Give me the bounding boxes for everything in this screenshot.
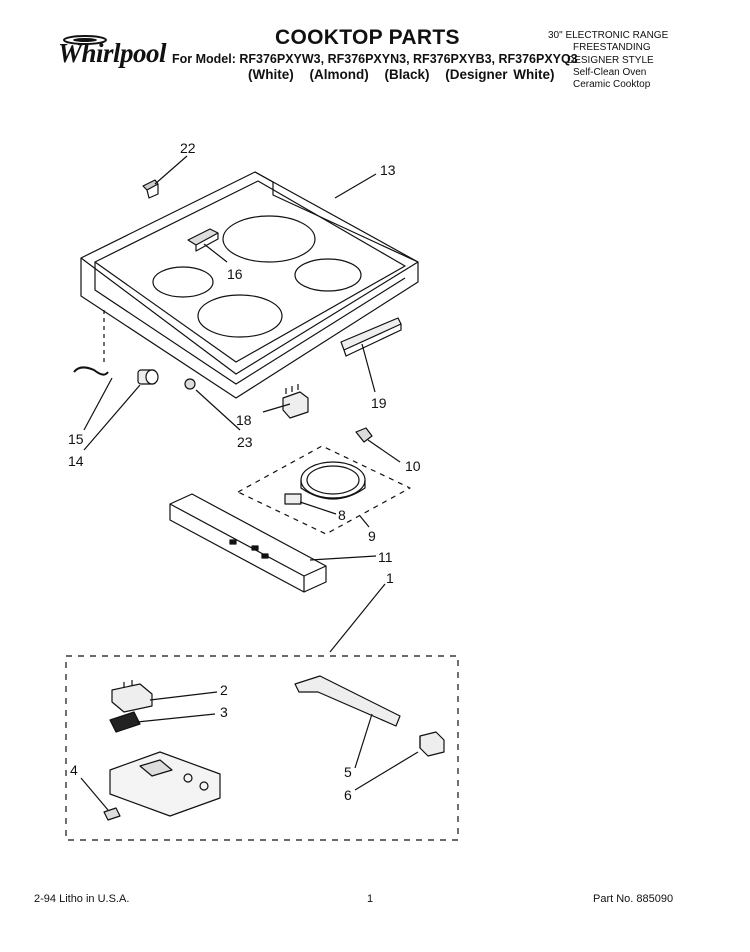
logo-swoosh <box>63 35 107 45</box>
part-22-clip <box>142 179 159 199</box>
color-designer-white: (Designer White) <box>445 67 555 82</box>
callout-18: 18 <box>236 412 252 428</box>
spec-line: DESIGNER STYLE <box>567 55 654 66</box>
spec-line: Self-Clean Oven <box>573 67 647 78</box>
part-16-switch <box>187 228 219 252</box>
callout-4: 4 <box>70 762 78 778</box>
brand-logo: Whirlpool <box>58 38 167 68</box>
callout-14: 14 <box>68 453 84 469</box>
callout-22: 22 <box>180 140 196 156</box>
color-almond: (Almond) <box>309 67 369 82</box>
callout-19: 19 <box>371 395 387 411</box>
part-5-strap <box>294 675 401 727</box>
part-11-bracket <box>169 493 327 593</box>
callout-1: 1 <box>386 570 394 586</box>
callout-11: 11 <box>378 549 393 565</box>
callout-9: 9 <box>368 528 376 544</box>
spec-line: FREESTANDING <box>573 42 651 53</box>
spec-line: 30" ELECTRONIC RANGE <box>548 30 669 41</box>
litho-note: 2-94 Litho in U.S.A. <box>34 893 130 905</box>
callout-6: 6 <box>344 787 352 803</box>
part-number: Part No. 885090 <box>593 893 674 905</box>
part-15-wire <box>73 310 109 376</box>
color-variants: (White) (Almond) (Black) (Designer White… <box>248 67 565 82</box>
model-list: For Model: RF376PXYW3, RF376PXYN3, RF376… <box>172 52 578 66</box>
callout-16: 16 <box>227 266 243 282</box>
cooktop-burners <box>152 215 362 338</box>
part-9-group <box>237 445 411 535</box>
callout-13: 13 <box>380 162 396 178</box>
callout-5: 5 <box>344 764 352 780</box>
switch-housing <box>109 751 221 817</box>
page-title: COOKTOP PARTS <box>275 26 460 49</box>
spec-line: Ceramic Cooktop <box>573 79 651 90</box>
part-1-kit-box <box>65 655 459 841</box>
part-2-control <box>111 680 153 713</box>
callout-8: 8 <box>338 507 346 523</box>
part-10-clip <box>355 427 373 443</box>
part-23-screw <box>184 378 196 390</box>
callout-10: 10 <box>405 458 421 474</box>
part-6-terminal <box>419 731 445 757</box>
callout-2: 2 <box>220 682 228 698</box>
color-white: (White) <box>248 67 294 82</box>
part-14-connector <box>137 369 159 385</box>
cooktop-frame <box>80 171 419 399</box>
color-black: (Black) <box>384 67 430 82</box>
callout-3: 3 <box>220 704 228 720</box>
part-3-insulator <box>109 711 141 733</box>
part-18-limiter <box>282 384 309 419</box>
callout-15: 15 <box>68 431 84 447</box>
page-number: 1 <box>367 893 374 905</box>
part-4-clip <box>103 807 121 821</box>
callout-23: 23 <box>237 434 253 450</box>
part-19-trim <box>340 317 402 357</box>
part-8-element <box>284 461 366 505</box>
